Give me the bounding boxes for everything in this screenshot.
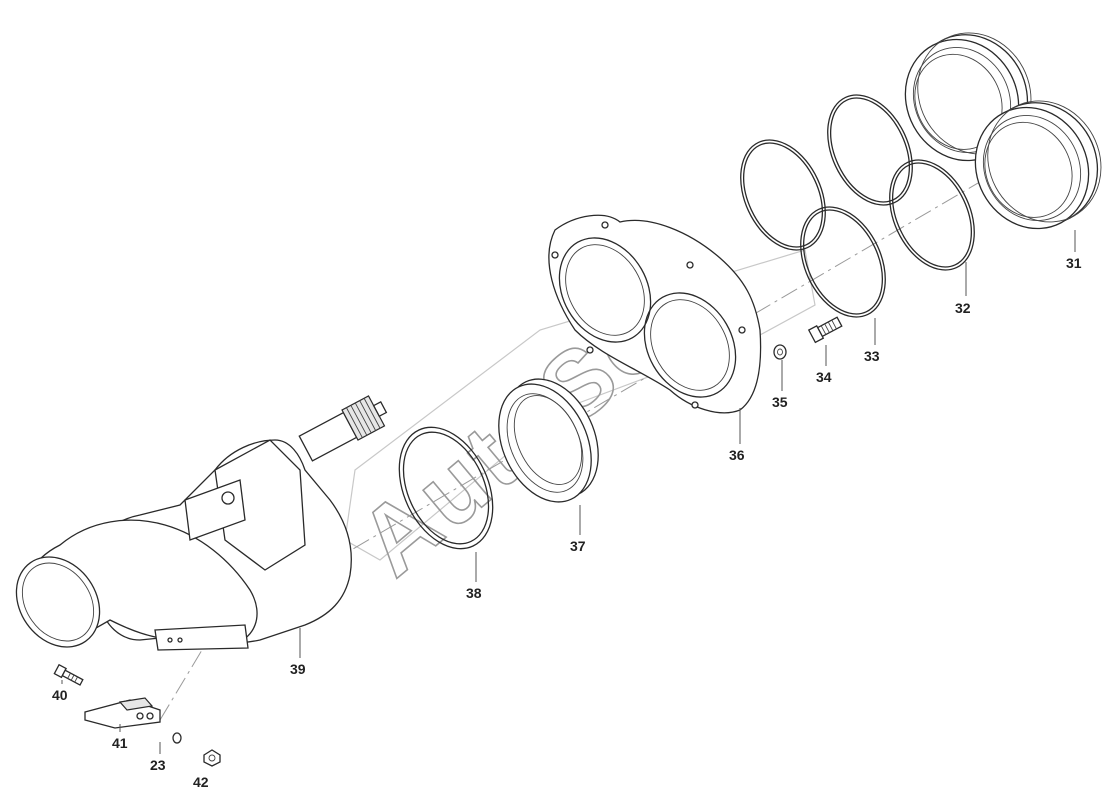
callout-41: 41	[112, 735, 128, 751]
callout-labels: 31 32 33 34 35 36 37 38 39 40 41 23 42	[52, 255, 1082, 790]
part-36-cover-plate	[548, 214, 762, 414]
part-42-nut	[203, 749, 221, 767]
part-39-housing	[15, 395, 388, 651]
part-23-washer	[172, 732, 182, 744]
callout-40: 40	[52, 687, 68, 703]
callout-23: 23	[150, 757, 166, 773]
callout-42: 42	[193, 774, 209, 790]
part-31-bearing-cups	[904, 32, 1102, 230]
part-40-bolt	[53, 663, 84, 686]
part-38-seal-ring	[398, 426, 494, 550]
part-34-bolt	[807, 316, 843, 344]
part-37-bearing-ring	[498, 378, 599, 503]
part-41-bracket	[84, 697, 161, 729]
callout-33: 33	[864, 348, 880, 364]
callout-37: 37	[570, 538, 586, 554]
part-35-washer	[773, 344, 787, 360]
part-33-o-rings	[740, 139, 886, 318]
callout-36: 36	[729, 447, 745, 463]
callout-31: 31	[1066, 255, 1082, 271]
callout-38: 38	[466, 585, 482, 601]
callout-35: 35	[772, 394, 788, 410]
callout-32: 32	[955, 300, 971, 316]
callout-39: 39	[290, 661, 306, 677]
part-32-o-rings	[827, 94, 975, 271]
callout-34: 34	[816, 369, 832, 385]
leader-lines	[61, 230, 1076, 754]
